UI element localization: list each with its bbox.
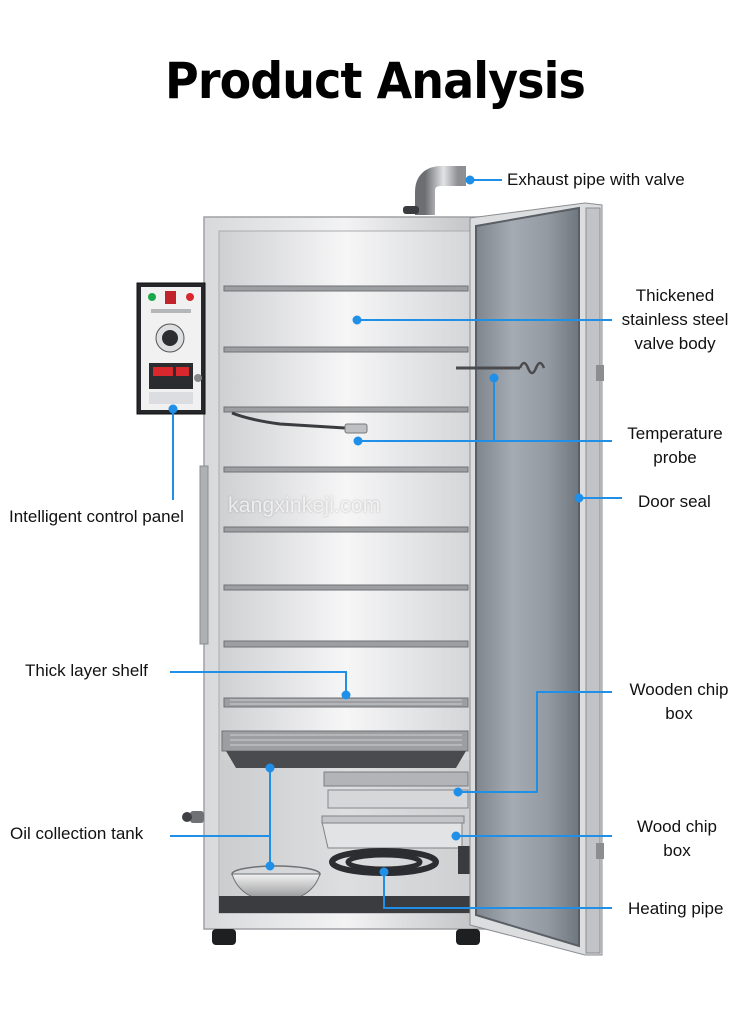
label-door-seal: Door seal (638, 492, 711, 511)
label-thickened-body: Thickened stainless steel valve body (612, 284, 738, 356)
label-wood-chip-box: Wood chip box (612, 815, 742, 863)
drip-tray (226, 751, 466, 768)
label-thickened-line-1: Thickened (635, 286, 715, 305)
label-temperature-line-1: Temperature (627, 424, 723, 443)
probe-cable (231, 411, 346, 430)
watermark-text: kangxinkeji.com (228, 494, 381, 517)
temperature-probe (456, 361, 546, 375)
label-temperature-line-2: probe (653, 448, 697, 467)
control-panel (136, 282, 206, 415)
oil-bowl (231, 865, 321, 903)
label-thick-layer-shelf: Thick layer shelf (25, 661, 148, 680)
callout-lines (168, 175, 622, 909)
label-wood-chip-line-2: box (663, 841, 691, 860)
exhaust-pipe (403, 166, 466, 215)
label-thickened-line-3: valve body (634, 334, 716, 353)
label-exhaust-pipe: Exhaust pipe with valve (507, 170, 685, 189)
label-wooden-chip-line-2: box (665, 704, 693, 723)
label-wood-chip-line-1: Wood chip (636, 817, 717, 836)
label-temperature-probe: Temperature probe (612, 422, 738, 470)
label-wooden-chip-line-1: Wooden chip (629, 680, 729, 699)
label-oil-collection-tank: Oil collection tank (10, 824, 144, 843)
page-title: Product Analysis (165, 52, 586, 110)
open-door (469, 202, 604, 956)
label-control-panel: Intelligent control panel (9, 507, 184, 526)
label-wooden-chip-box: Wooden chip box (612, 678, 746, 726)
foot-right (456, 929, 480, 945)
chip-box-lower (321, 815, 465, 849)
chip-box-upper (323, 771, 469, 809)
label-thickened-line-2: stainless steel (621, 310, 729, 329)
hinge-strip (199, 465, 209, 645)
foot-left (212, 929, 236, 945)
label-heating-pipe: Heating pipe (628, 899, 724, 918)
side-latch (182, 811, 204, 823)
shelves (221, 285, 469, 752)
